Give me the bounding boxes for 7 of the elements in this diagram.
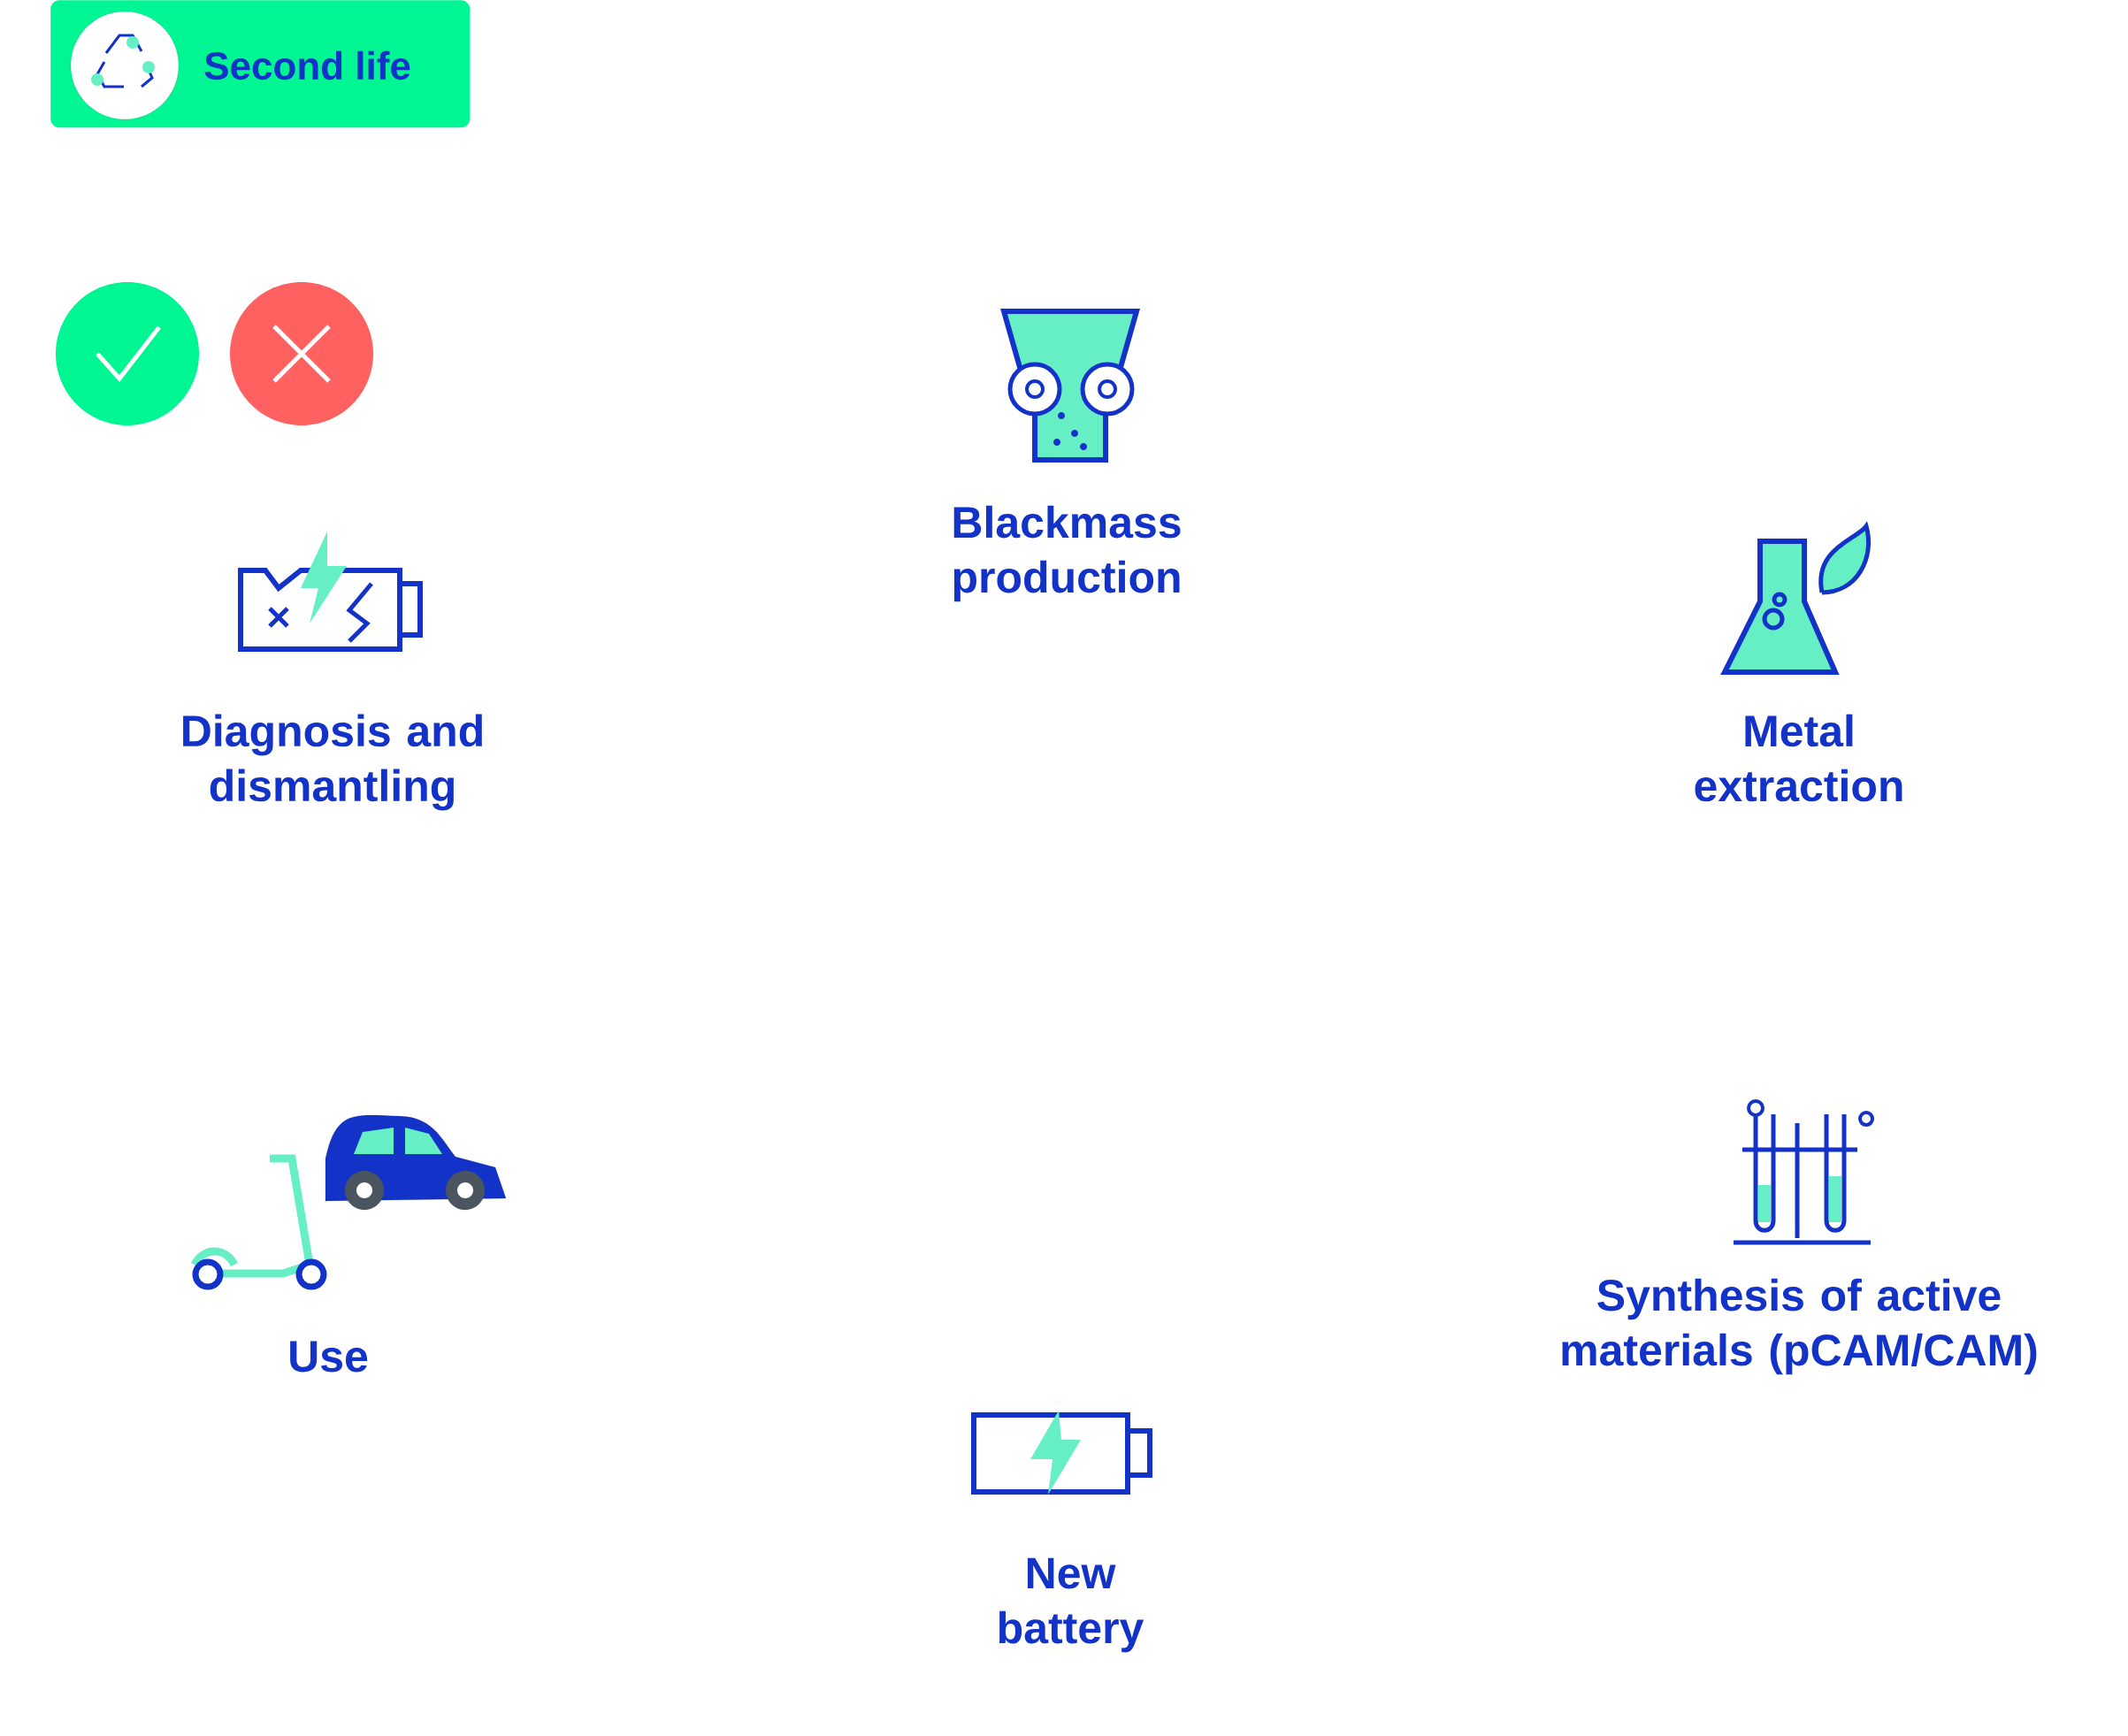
step-label: Diagnosis and dismantling — [183, 714, 482, 811]
step-label: Synthesis of active materials (pCAM/CAM) — [1562, 1278, 2037, 1375]
step-label: Blackmass production — [953, 505, 1181, 602]
step-label: Use — [290, 1341, 368, 1373]
step-label: Metal extraction — [1695, 714, 1902, 802]
step-label: New battery — [999, 1557, 1144, 1653]
badge-label: Second life — [204, 50, 410, 80]
